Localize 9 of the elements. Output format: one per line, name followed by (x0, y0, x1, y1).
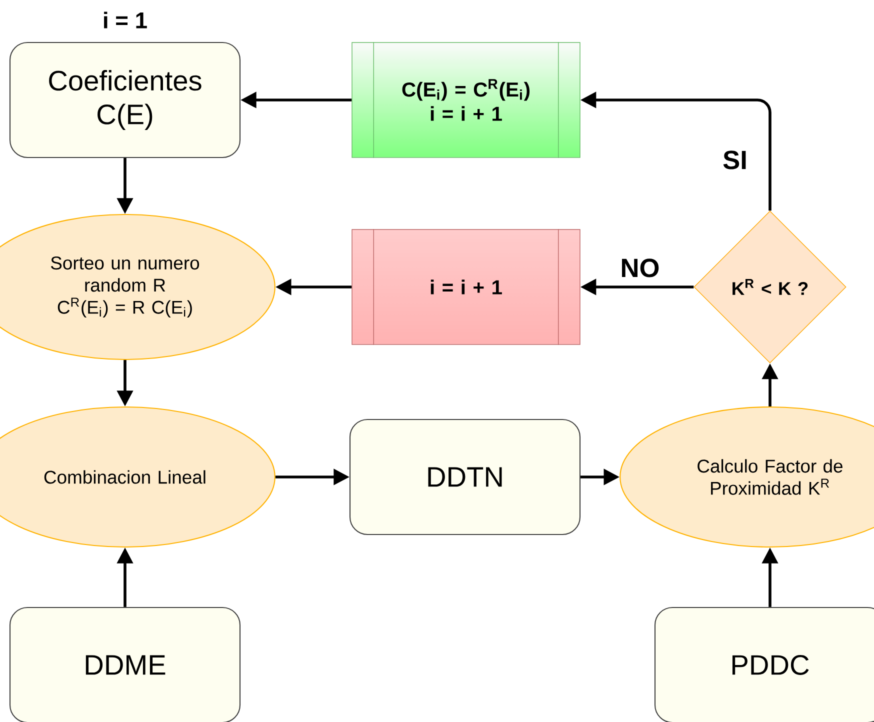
process-box: PDDC (654, 606, 874, 722)
step-label: i = 1 (104, 12, 147, 28)
edge-label: NO (618, 256, 662, 280)
process-box: DDTN (349, 418, 581, 536)
subprocess-box: C(E$_{i}$) = C$^{R}$(E$_{i}$) i = i + 1 (352, 42, 580, 158)
edge-label: SI (720, 148, 750, 172)
subprocess-box: i = i + 1 (352, 228, 580, 346)
process-box: DDME (9, 606, 241, 722)
process-box: Coeficientes C(E) (9, 42, 241, 158)
